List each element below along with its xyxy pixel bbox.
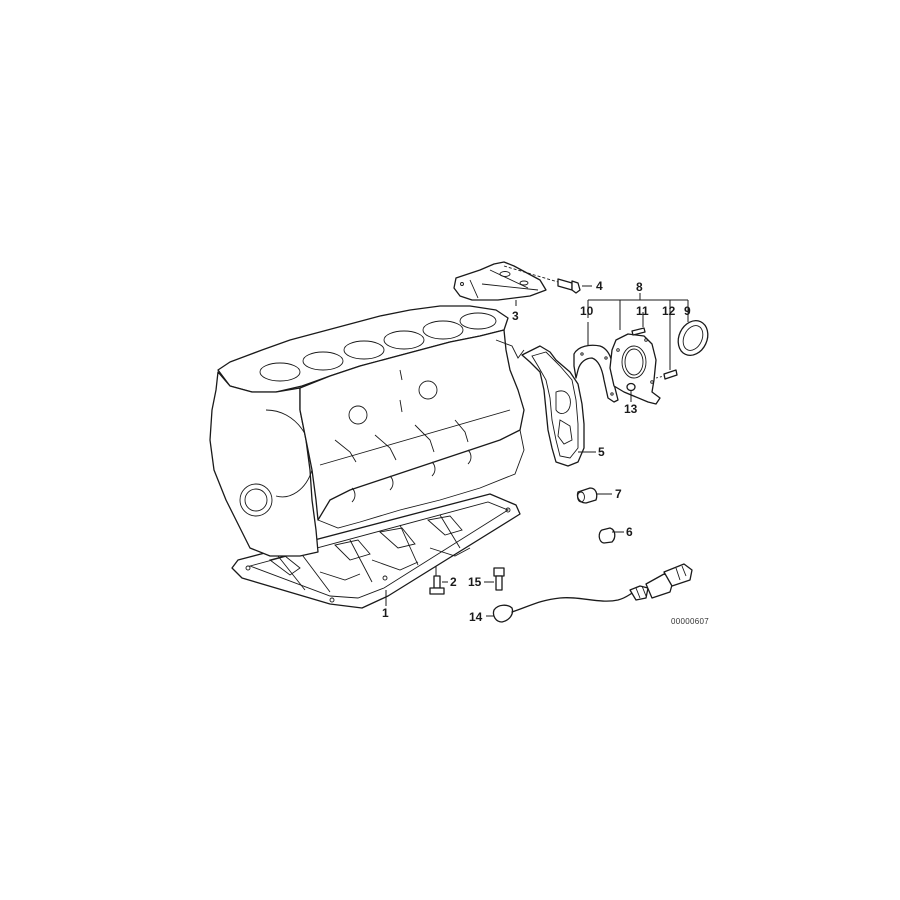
part-12-screw[interactable] — [655, 318, 678, 380]
part-10-gasket[interactable] — [573, 322, 619, 403]
part-4-bolt[interactable] — [503, 265, 592, 294]
part-14-knock-sensor[interactable] — [486, 563, 693, 623]
callout-12[interactable]: 12 — [662, 304, 676, 318]
part-2-bolt[interactable] — [429, 566, 448, 595]
part-13-dowel[interactable] — [626, 382, 636, 403]
callout-5[interactable]: 5 — [598, 445, 605, 459]
callout-8[interactable]: 8 — [636, 280, 643, 294]
part-1-oil-pan[interactable] — [231, 493, 521, 609]
callout-13[interactable]: 13 — [624, 402, 638, 416]
callout-14[interactable]: 14 — [469, 610, 483, 624]
part-8-seal-carrier[interactable] — [609, 333, 661, 405]
part-15-bolt[interactable] — [484, 567, 505, 591]
callout-4[interactable]: 4 — [596, 279, 603, 293]
part-8-group-bracket — [587, 293, 689, 330]
part-9-shaft-seal[interactable] — [673, 316, 714, 360]
part-5-gasket[interactable] — [521, 345, 596, 467]
callout-1[interactable]: 1 — [382, 606, 389, 620]
callout-15[interactable]: 15 — [468, 575, 482, 589]
part-3-bracket[interactable] — [453, 261, 547, 306]
callout-6[interactable]: 6 — [626, 525, 633, 539]
engine-block[interactable] — [209, 305, 525, 557]
callout-9[interactable]: 9 — [684, 304, 691, 318]
callout-2[interactable]: 2 — [450, 575, 457, 589]
part-11-screw[interactable] — [631, 312, 646, 336]
diagram-reference-number: 00000607 — [671, 617, 709, 626]
part-7-plug[interactable] — [576, 487, 612, 504]
callout-7[interactable]: 7 — [615, 487, 622, 501]
callout-3[interactable]: 3 — [512, 309, 519, 323]
callout-11[interactable]: 11 — [636, 304, 649, 318]
callout-10[interactable]: 10 — [580, 304, 594, 318]
part-6-plug[interactable] — [598, 527, 624, 544]
